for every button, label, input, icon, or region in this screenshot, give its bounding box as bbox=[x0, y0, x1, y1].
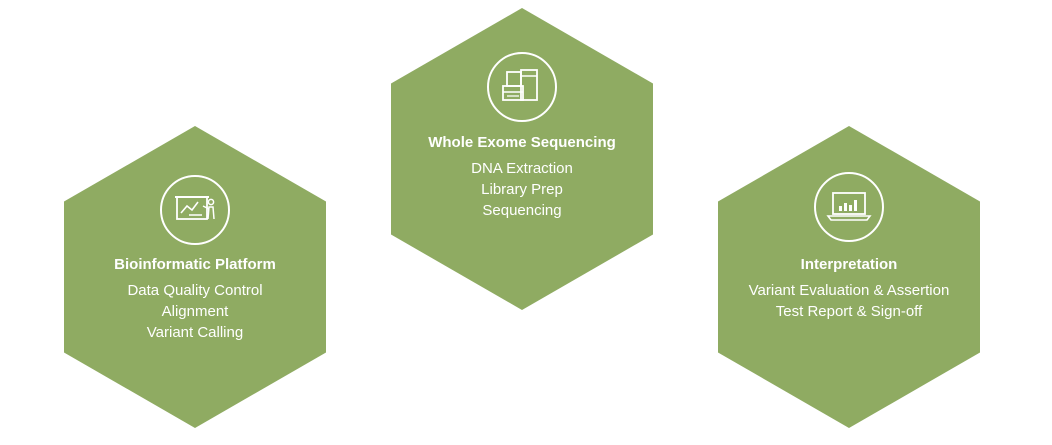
list-item: Data Quality Control bbox=[127, 282, 263, 299]
hex-title: Whole Exome Sequencing bbox=[428, 134, 616, 151]
hex-bioinformatic-platform: Bioinformatic Platform Data Quality Cont… bbox=[64, 126, 326, 428]
presentation-board-icon bbox=[175, 196, 215, 220]
list-item: Sequencing bbox=[482, 202, 562, 219]
hex-items: Variant Evaluation & Assertion Test Repo… bbox=[718, 280, 980, 322]
list-item: Alignment bbox=[161, 303, 229, 320]
icon-circle bbox=[487, 52, 557, 122]
sequencer-machine-icon bbox=[502, 69, 538, 101]
icon-circle bbox=[814, 172, 884, 242]
icon-circle bbox=[160, 175, 230, 245]
hex-whole-exome-sequencing: Whole Exome Sequencing DNA Extraction Li… bbox=[391, 8, 653, 310]
list-item: Test Report & Sign-off bbox=[775, 303, 923, 320]
hex-items: DNA Extraction Library Prep Sequencing bbox=[391, 158, 653, 221]
hex-items: Data Quality Control Alignment Variant C… bbox=[64, 280, 326, 343]
hex-title: Bioinformatic Platform bbox=[114, 256, 276, 273]
laptop-chart-icon bbox=[826, 192, 872, 221]
hex-interpretation: Interpretation Variant Evaluation & Asse… bbox=[718, 126, 980, 428]
list-item: DNA Extraction bbox=[471, 160, 573, 177]
list-item: Library Prep bbox=[481, 181, 563, 198]
list-item: Variant Evaluation & Assertion bbox=[748, 282, 950, 299]
list-item: Variant Calling bbox=[146, 324, 244, 341]
hex-title: Interpretation bbox=[800, 256, 898, 273]
